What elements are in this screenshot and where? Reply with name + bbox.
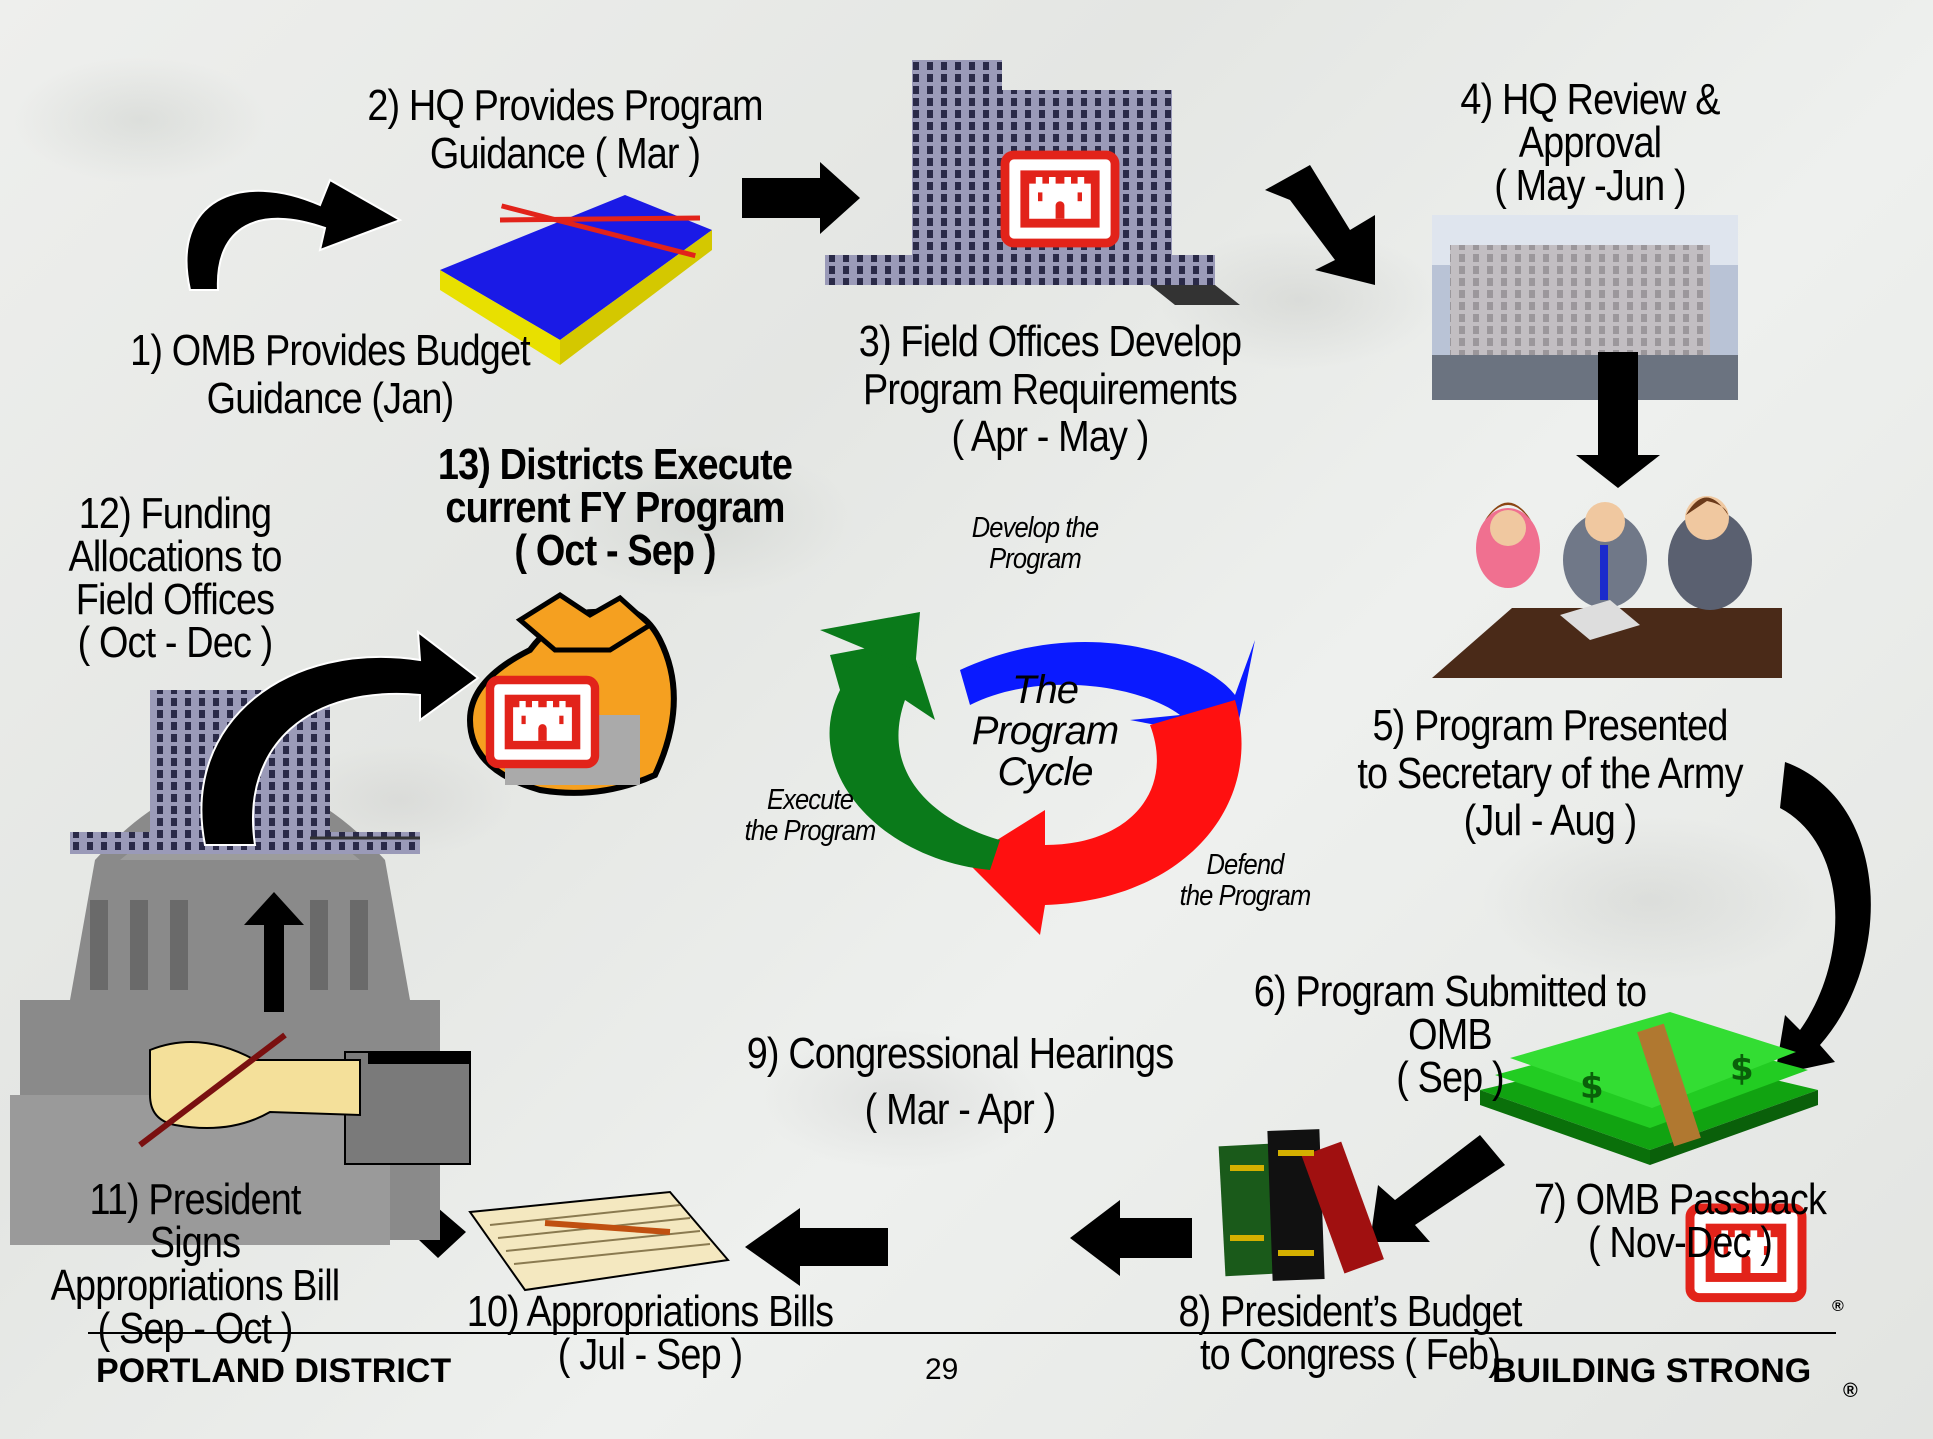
curved-arrow-1-2 (185, 178, 403, 291)
step-9-label: 9) Congressional Hearings (746, 1029, 1174, 1078)
step-4-label: 4) HQ Review & Approval ( May -Jun ) (1460, 75, 1720, 211)
defend-phase-label: Defend the Program (1179, 849, 1312, 913)
signing-hand-icon (138, 1032, 471, 1165)
step-12-label: 12) Funding Allocations to Field Offices… (68, 489, 282, 668)
step-11-label: 11) President Signs Appropriations Bill … (50, 1175, 340, 1354)
svg-text:$: $ (1730, 1049, 1754, 1089)
money-stack-icon: $ $ (1480, 1012, 1818, 1165)
step-2-label: 2) HQ Provides Program Guidance ( Mar ) (367, 81, 763, 178)
arrow-7-8 (1370, 1135, 1505, 1242)
arrow-9-10 (745, 1208, 888, 1286)
pentagon-photo (1432, 215, 1738, 400)
step-8-label: 8) President’s Budget to Congress ( Feb) (1178, 1287, 1522, 1380)
page-number: 29 (925, 1353, 959, 1386)
execute-phase-label: Execute the Program (744, 784, 877, 848)
footer-slogan: BUILDING STRONG (1492, 1352, 1812, 1390)
arrow-11-12 (244, 892, 304, 1012)
books-icon (1218, 1129, 1384, 1281)
curved-arrow-5-6 (1775, 762, 1871, 1075)
arrow-3-4 (1265, 165, 1375, 285)
step-6-label: 6) Program Submitted to OMB ( Sep ) (1253, 967, 1647, 1103)
svg-text:$: $ (1580, 1067, 1604, 1107)
registered-mark: ® (1843, 1380, 1858, 1402)
defend-arrow (965, 700, 1242, 935)
bill-paper-icon (468, 1190, 730, 1292)
footer-district: PORTLAND DISTRICT (96, 1352, 452, 1390)
program-cycle-title: The Program Cycle (971, 668, 1119, 795)
execute-arrow (829, 640, 1000, 870)
meeting-people-icon (1432, 496, 1782, 678)
money-bag-icon (466, 592, 677, 796)
program-cycle-arrows (820, 612, 1255, 935)
step-7-label: 7) OMB Passback ( Nov-Dec ) (1533, 1175, 1827, 1268)
step-13-label: 13) Districts Execute current FY Program… (437, 440, 793, 576)
curved-arrow-12-13 (200, 629, 480, 846)
step-1-label: 1) OMB Provides Budget Guidance (Jan) (130, 326, 530, 423)
arrow-2-3 (742, 162, 860, 234)
step-10-label: 10) Appropriations Bills ( Jul - Sep ) (466, 1287, 834, 1380)
develop-arrow (960, 640, 1255, 740)
book-icon (440, 195, 712, 365)
develop-phase-label: Develop the Program (971, 512, 1099, 576)
hq-building-icon (825, 60, 1240, 305)
footer-divider (88, 1332, 1836, 1334)
step-9-dates: ( Mar - Apr ) (864, 1085, 1057, 1134)
arrow-8-10 (1070, 1200, 1192, 1276)
step-5-label: 5) Program Presented to Secretary of the… (1357, 701, 1743, 846)
step-3-label: 3) Field Offices Develop Program Require… (858, 317, 1242, 462)
arrow-4-5 (1576, 352, 1660, 488)
logo-registered-mark: ® (1832, 1298, 1844, 1315)
